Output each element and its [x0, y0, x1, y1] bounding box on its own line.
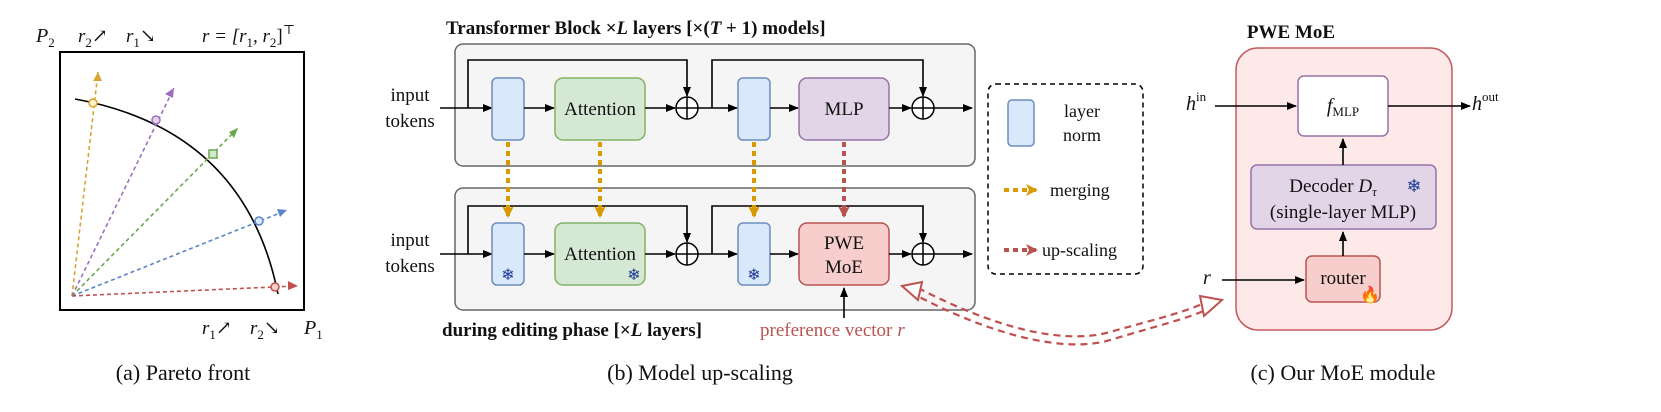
bottom-block-title: during editing phase [×L layers]	[442, 320, 702, 341]
caption-a: (a) Pareto front	[116, 360, 250, 385]
top-transformer-block	[454, 43, 976, 167]
top-input-label-1: input	[390, 85, 430, 106]
link-arrow	[909, 287, 1211, 346]
panel-b: Transformer Block ×L layers [×(T + 1) mo…	[385, 18, 1144, 385]
r-label: r	[1203, 267, 1211, 289]
pwe-label-2: MoE	[825, 257, 863, 278]
snowflake-icon: ❄	[747, 267, 760, 284]
top-add-node-2	[911, 96, 935, 120]
decoder-label-2: (single-layer MLP)	[1270, 202, 1416, 223]
snowflake-icon: ❄	[627, 267, 640, 284]
link-arrowhead-right	[1198, 294, 1225, 318]
top-input-label-2: tokens	[385, 111, 435, 132]
label-r-vector: r = [r1, r2]⊤	[202, 22, 295, 50]
moe-title: PWE MoE	[1247, 22, 1335, 43]
caption-c: (c) Our MoE module	[1250, 360, 1435, 385]
bottom-add-node-2	[911, 242, 935, 266]
fire-icon: 🔥	[1360, 285, 1380, 304]
legend-merging-label: merging	[1050, 180, 1110, 200]
router-label: router	[1320, 268, 1366, 289]
pareto-point-purple	[151, 115, 161, 125]
pareto-point-blue	[254, 216, 264, 226]
label-r1-down: r1↘	[126, 26, 156, 50]
bottom-input-label-2: tokens	[385, 256, 435, 277]
legend-layer-label-1: layer	[1064, 101, 1100, 121]
pareto-point-green	[208, 149, 218, 159]
pareto-plot-frame	[59, 51, 305, 311]
h-out-label: hout	[1472, 89, 1499, 115]
label-p1: P1	[303, 317, 323, 342]
bottom-input-label-1: input	[390, 230, 430, 251]
top-add-node-1	[675, 96, 699, 120]
top-block-title: Transformer Block ×L layers [×(T + 1) mo…	[446, 18, 826, 39]
bottom-attention-label: Attention	[564, 244, 636, 265]
top-mlp-label: MLP	[824, 99, 863, 120]
caption-b: (b) Model up-scaling	[607, 360, 793, 385]
legend-upscaling-label: up-scaling	[1042, 240, 1117, 260]
h-in-label: hin	[1186, 89, 1207, 115]
pwe-label-1: PWE	[824, 233, 864, 254]
link-arrowhead-left	[899, 280, 924, 302]
ray-blue	[71, 210, 286, 297]
ray-purple	[71, 87, 175, 297]
top-attention-label: Attention	[564, 99, 636, 120]
panel-c: PWE MoE fMLP hin hout Decoder Dτ ❄ (sing…	[1186, 22, 1499, 385]
top-mlp-box	[798, 77, 890, 141]
label-r2-up: r2↗	[78, 26, 108, 50]
ray-gold	[71, 71, 99, 297]
ray-red	[71, 285, 297, 297]
snowflake-icon: ❄	[1406, 176, 1421, 196]
label-p2: P2	[35, 25, 55, 50]
f-mlp-label: fMLP	[1327, 95, 1359, 119]
decoder-label-1: Decoder Dτ	[1289, 176, 1378, 199]
pareto-curve	[74, 98, 279, 295]
bottom-add-node-1	[675, 242, 699, 266]
pareto-point-gold	[88, 98, 98, 108]
label-r2-down: r2↘	[250, 318, 280, 342]
top-attention-box	[554, 77, 646, 141]
legend-layer-label-2: norm	[1063, 125, 1101, 145]
pareto-point-red	[270, 282, 280, 292]
top-layer-norm-2	[737, 77, 771, 141]
legend-layer-norm-swatch	[1007, 99, 1035, 147]
label-r1-up: r1↗	[202, 318, 232, 342]
top-layer-norm-1	[491, 77, 525, 141]
panel-a: P2 r2↗ r1↘ r = [r1, r2]⊤ r1↗ r2↘ P1 (a) …	[35, 22, 323, 385]
snowflake-icon: ❄	[501, 267, 514, 284]
